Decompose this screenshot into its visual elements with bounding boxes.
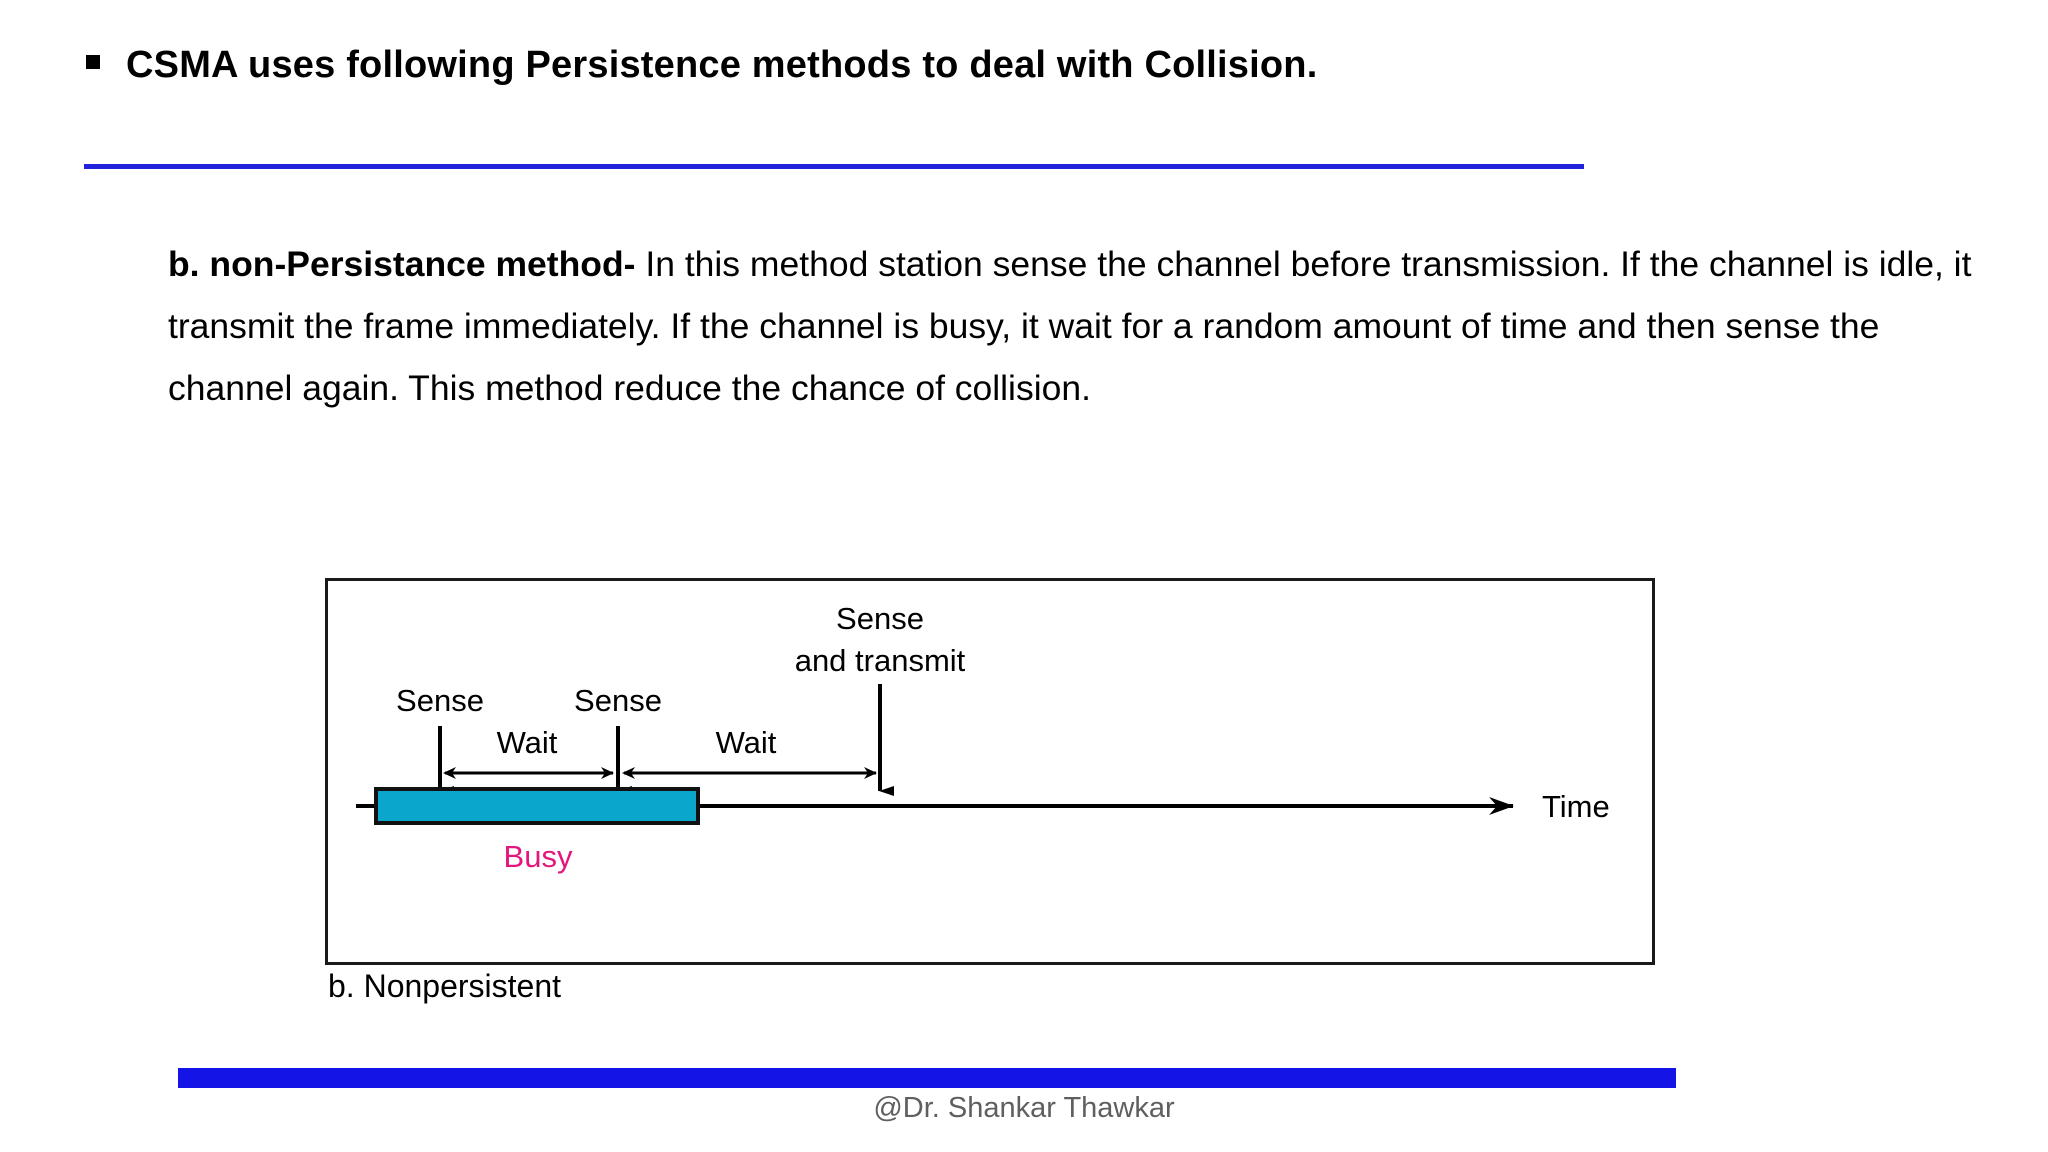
footer-credit: @Dr. Shankar Thawkar xyxy=(873,1092,1175,1124)
wait-label-2: Wait xyxy=(716,725,777,760)
sense-transmit-label-line2: and transmit xyxy=(795,643,966,678)
title-divider xyxy=(84,164,1584,169)
sense-label-1: Sense xyxy=(396,683,484,718)
body-rest-text: In this method station sense the channel… xyxy=(168,244,1972,408)
busy-label: Busy xyxy=(504,839,573,874)
body-lead-bold: b. non-Persistance method- xyxy=(168,244,636,284)
sense-transmit-label-line1: Sense xyxy=(836,601,924,636)
body-paragraph: b. non-Persistance method- In this metho… xyxy=(168,233,1978,419)
busy-bar xyxy=(374,787,700,825)
page-title: CSMA uses following Persistence methods … xyxy=(126,44,1318,86)
time-axis-label: Time xyxy=(1542,789,1610,824)
diagram-svg: Sense Sense Sense and transmit Wait Wait… xyxy=(356,601,1610,874)
nonpersistent-diagram: Sense Sense Sense and transmit Wait Wait… xyxy=(325,578,1655,965)
wait-label-1: Wait xyxy=(497,725,558,760)
square-bullet-icon xyxy=(86,55,100,69)
figure-caption: b. Nonpersistent xyxy=(328,968,562,1004)
sense-label-2: Sense xyxy=(574,683,662,718)
footer-divider-bar xyxy=(178,1068,1676,1088)
slide-title-row: CSMA uses following Persistence methods … xyxy=(86,44,1317,87)
